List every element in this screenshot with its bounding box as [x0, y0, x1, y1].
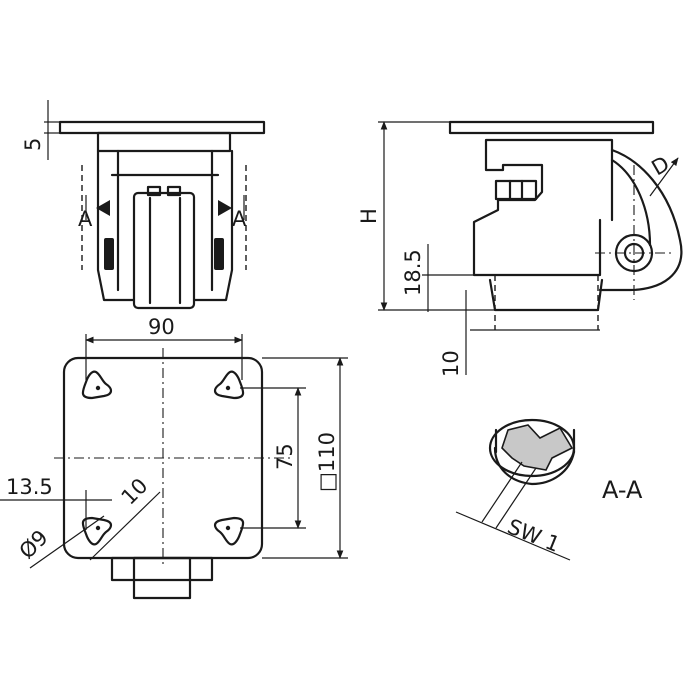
side-top-plate [448, 120, 655, 135]
dim-110-label: □110 [315, 432, 339, 492]
front-swivel-head [96, 131, 232, 153]
bottom-stub-inner [132, 556, 192, 600]
section-label-right: A [232, 207, 247, 231]
front-wheel [132, 191, 196, 310]
dim-75-label: 75 [273, 443, 297, 470]
top-view: 90 75 □110 13.5 10 Ø9 [0, 315, 348, 600]
dim-H-label: H [357, 208, 381, 224]
dim-10-hole-line [89, 491, 161, 561]
dim-D-line [649, 157, 679, 197]
section-title: A-A [602, 476, 643, 504]
dim-9-label: Ø9 [15, 525, 53, 563]
dim-5-label: 5 [21, 138, 45, 151]
side-wheel [598, 148, 683, 292]
side-foot-hidden [494, 275, 599, 330]
bottom-stub [110, 556, 214, 582]
side-knob [494, 179, 538, 201]
mount-hole-tl [81, 370, 113, 400]
dim-9-line [29, 515, 105, 569]
front-block [146, 185, 162, 197]
mount-hole-bl [81, 516, 113, 546]
side-view: D H 18.5 10 [357, 120, 683, 377]
dim-13-5-label: 13.5 [6, 475, 53, 499]
dim-90-label: 90 [148, 315, 175, 339]
mount-hole-br [213, 516, 245, 546]
section-view: SW 1 A-A [455, 418, 643, 561]
dim-10-stroke-label: 10 [439, 350, 463, 377]
dim-SW-ext [481, 461, 523, 523]
front-top-plate [58, 120, 266, 135]
section-arrow-left [96, 200, 110, 216]
side-body [472, 138, 614, 277]
front-view: A A 5 [21, 100, 266, 310]
dim-SW-ext [495, 467, 537, 529]
side-foot [488, 278, 604, 312]
dim-D-label: D [648, 151, 674, 180]
section-arrow-right [218, 200, 232, 216]
front-hidden-lines [81, 165, 247, 270]
section-hatch [501, 424, 574, 471]
front-axle-bolt-left [104, 238, 114, 270]
dim-18-5-label: 18.5 [401, 249, 425, 296]
section-label-left: A [78, 207, 93, 231]
front-block [166, 185, 182, 197]
mount-hole-tr [213, 370, 245, 400]
dim-SW-label: SW 1 [504, 514, 563, 557]
dim-SW-base [455, 511, 571, 561]
front-axle-bolt-right [214, 238, 224, 270]
